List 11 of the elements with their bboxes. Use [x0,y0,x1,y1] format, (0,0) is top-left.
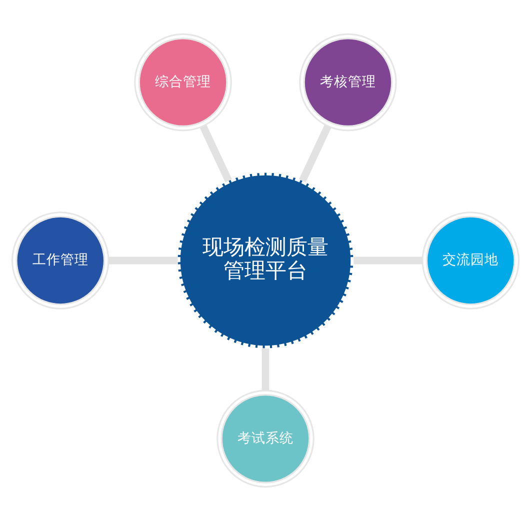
connector [354,256,422,264]
node-circle: 考核管理 [299,32,397,131]
connector [299,124,332,182]
connector [200,124,232,182]
connector [262,348,270,390]
node-circle: 交流园地 [422,211,520,309]
node-circle: 综合管理 [134,32,232,131]
connector [108,256,178,264]
node-circle: 现场检测质量管理平台 [175,170,356,350]
node-circle: 考试系统 [216,389,314,488]
node-circle: 工作管理 [11,211,110,309]
